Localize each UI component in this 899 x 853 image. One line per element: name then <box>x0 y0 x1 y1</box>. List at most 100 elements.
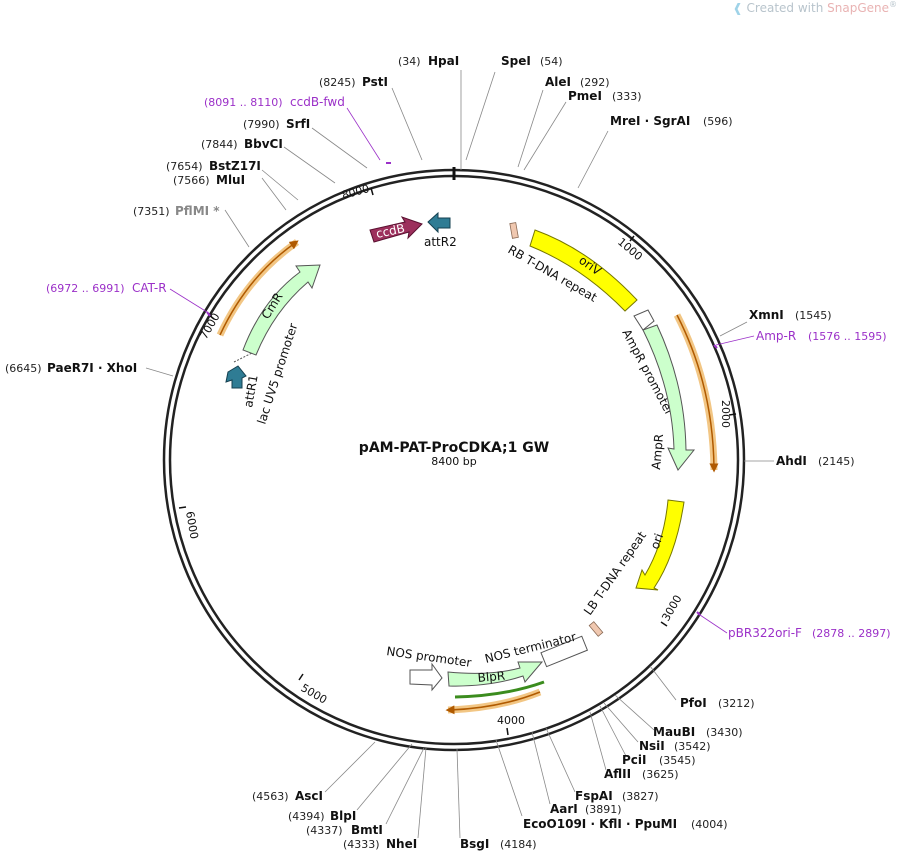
svg-text:(54): (54) <box>540 55 563 68</box>
site-bsgi[interactable]: BsgI(4184) <box>460 837 537 851</box>
svg-text:(4337): (4337) <box>306 824 343 837</box>
primer-ccdb-fwd[interactable]: (8091 .. 8110)ccdB-fwd <box>204 95 345 109</box>
svg-text:(1576 .. 1595): (1576 .. 1595) <box>808 330 887 343</box>
svg-text:(34): (34) <box>398 55 421 68</box>
svg-text:AflII: AflII <box>604 767 631 781</box>
feature-ampr-promoter-arrow[interactable] <box>633 309 655 331</box>
feature-attr1[interactable] <box>225 365 247 389</box>
feature-nos-terminator[interactable] <box>540 635 589 668</box>
primer-arc-left <box>219 240 299 336</box>
site-nsii[interactable]: NsiI(3542) <box>639 739 711 753</box>
svg-text:AscI: AscI <box>295 789 323 803</box>
site-aflii[interactable]: AflII(3625) <box>604 767 679 781</box>
svg-text:EcoO109I · KflI · PpuMI: EcoO109I · KflI · PpuMI <box>523 817 677 831</box>
site-pflmi[interactable]: (7351) PflMI * <box>133 204 220 218</box>
primer-arc-right <box>676 314 719 473</box>
svg-text:(8245): (8245) <box>319 76 356 89</box>
plasmid-size: 8400 bp <box>431 455 476 468</box>
svg-text:(1545): (1545) <box>795 309 832 322</box>
feature-blpr[interactable]: BlpR <box>447 661 544 687</box>
tick-1000: 1000 <box>615 235 645 263</box>
svg-text:AhdI: AhdI <box>776 454 807 468</box>
site-asci[interactable]: (4563)AscI <box>252 789 323 803</box>
feature-ampr[interactable] <box>642 324 696 471</box>
svg-text:(3212): (3212) <box>718 697 755 710</box>
leader-lines <box>145 70 774 839</box>
site-aari[interactable]: AarI(3891) <box>550 802 622 816</box>
site-pmei[interactable]: PmeI(333) <box>568 89 642 103</box>
svg-text:PflMI *: PflMI * <box>175 204 220 218</box>
snapgene-credit: ❰ Created with SnapGene® <box>733 0 897 15</box>
svg-text:(4184): (4184) <box>500 838 537 851</box>
svg-text:HpaI: HpaI <box>428 54 459 68</box>
svg-text:ccdB-fwd: ccdB-fwd <box>290 95 345 109</box>
tick-6000: 6000 <box>183 510 201 540</box>
site-ecoo109i[interactable]: EcoO109I · KflI · PpuMI (4004) <box>523 817 728 831</box>
feature-lb-repeat[interactable] <box>588 621 604 637</box>
feature-ccdb[interactable] <box>369 216 423 243</box>
feature-ampr-label: AmpR <box>649 433 666 470</box>
feature-blpr-label: BlpR <box>477 669 506 685</box>
feature-rb-repeat[interactable] <box>509 222 519 239</box>
svg-text:BlpI: BlpI <box>330 809 356 823</box>
site-srfi[interactable]: (7990) SrfI <box>243 117 310 131</box>
svg-text:BmtI: BmtI <box>351 823 383 837</box>
blpr-orange-arc-core <box>445 691 541 715</box>
svg-text:(3827): (3827) <box>622 790 659 803</box>
svg-text:NheI: NheI <box>386 837 417 851</box>
svg-text:MauBI: MauBI <box>653 725 695 739</box>
site-xmni[interactable]: XmnI (1545) <box>749 308 832 322</box>
blpr-green-arc <box>454 680 545 699</box>
site-fspai[interactable]: FspAI(3827) <box>575 789 659 803</box>
lac-uv5-marker <box>233 352 253 363</box>
feature-nos-promoter-arrow[interactable] <box>409 662 443 692</box>
svg-text:(4004): (4004) <box>691 818 728 831</box>
primer-cat-r[interactable]: (6972 .. 6991)CAT-R <box>46 281 167 295</box>
site-bbvci[interactable]: (7844)BbvCI <box>201 137 283 151</box>
svg-text:MluI: MluI <box>216 173 245 187</box>
svg-text:XmnI: XmnI <box>749 308 784 322</box>
svg-text:(7844): (7844) <box>201 138 238 151</box>
svg-text:PfoI: PfoI <box>680 696 707 710</box>
svg-text:(4333): (4333) <box>343 838 380 851</box>
feature-attr2[interactable] <box>427 211 451 234</box>
site-pfoi[interactable]: PfoI (3212) <box>680 696 755 710</box>
svg-text:BstZ17I: BstZ17I <box>209 159 261 173</box>
site-bstz17i[interactable]: (7654) BstZ17I <box>166 159 261 173</box>
site-spei[interactable]: SpeI (54) <box>501 54 563 68</box>
feature-ori[interactable]: ori <box>635 499 685 591</box>
site-paer7i-xhoi[interactable]: (6645)PaeR7I · XhoI <box>5 361 137 375</box>
site-mrei-sgrai[interactable]: MreI · SgrAI(596) <box>610 114 733 128</box>
svg-text:SrfI: SrfI <box>286 117 310 131</box>
credit-mark: ® <box>889 0 897 9</box>
primer-pbr322ori-f[interactable]: pBR322ori-F (2878 .. 2897) <box>728 626 891 640</box>
tick-5000: 5000 <box>299 681 330 706</box>
site-psti[interactable]: (8245)PstI <box>319 75 388 89</box>
site-blpi[interactable]: (4394)BlpI <box>288 809 356 823</box>
feature-lb-repeat-label: LB T-DNA repeat <box>581 529 649 618</box>
svg-text:AleI: AleI <box>545 75 571 89</box>
site-pcii[interactable]: PciI(3545) <box>622 753 696 767</box>
svg-text:(7351): (7351) <box>133 205 170 218</box>
primer-amp-r[interactable]: Amp-R(1576 .. 1595) <box>756 329 887 343</box>
svg-text:CAT-R: CAT-R <box>132 281 167 295</box>
site-hpai[interactable]: (34) HpaI <box>398 54 459 68</box>
svg-text:(2878 .. 2897): (2878 .. 2897) <box>812 627 891 640</box>
site-maubi[interactable]: MauBI(3430) <box>653 725 743 739</box>
feature-attr2-label: attR2 <box>424 235 457 249</box>
site-nhei[interactable]: (4333) NheI <box>343 837 417 851</box>
svg-text:(7654): (7654) <box>166 160 203 173</box>
primer-catr-marker <box>206 311 211 317</box>
svg-text:SpeI: SpeI <box>501 54 531 68</box>
site-mlui[interactable]: (7566) MluI <box>173 173 245 187</box>
site-bmti[interactable]: (4337) BmtI <box>306 823 383 837</box>
site-alei[interactable]: AleI(292) <box>545 75 610 89</box>
credit-leaf-icon: ❰ <box>732 1 743 15</box>
svg-text:(3545): (3545) <box>659 754 696 767</box>
svg-text:(7566): (7566) <box>173 174 210 187</box>
svg-text:pBR322ori-F: pBR322ori-F <box>728 626 802 640</box>
svg-text:(7990): (7990) <box>243 118 280 131</box>
site-ahdi[interactable]: AhdI(2145) <box>776 454 855 468</box>
svg-text:PaeR7I · XhoI: PaeR7I · XhoI <box>47 361 137 375</box>
